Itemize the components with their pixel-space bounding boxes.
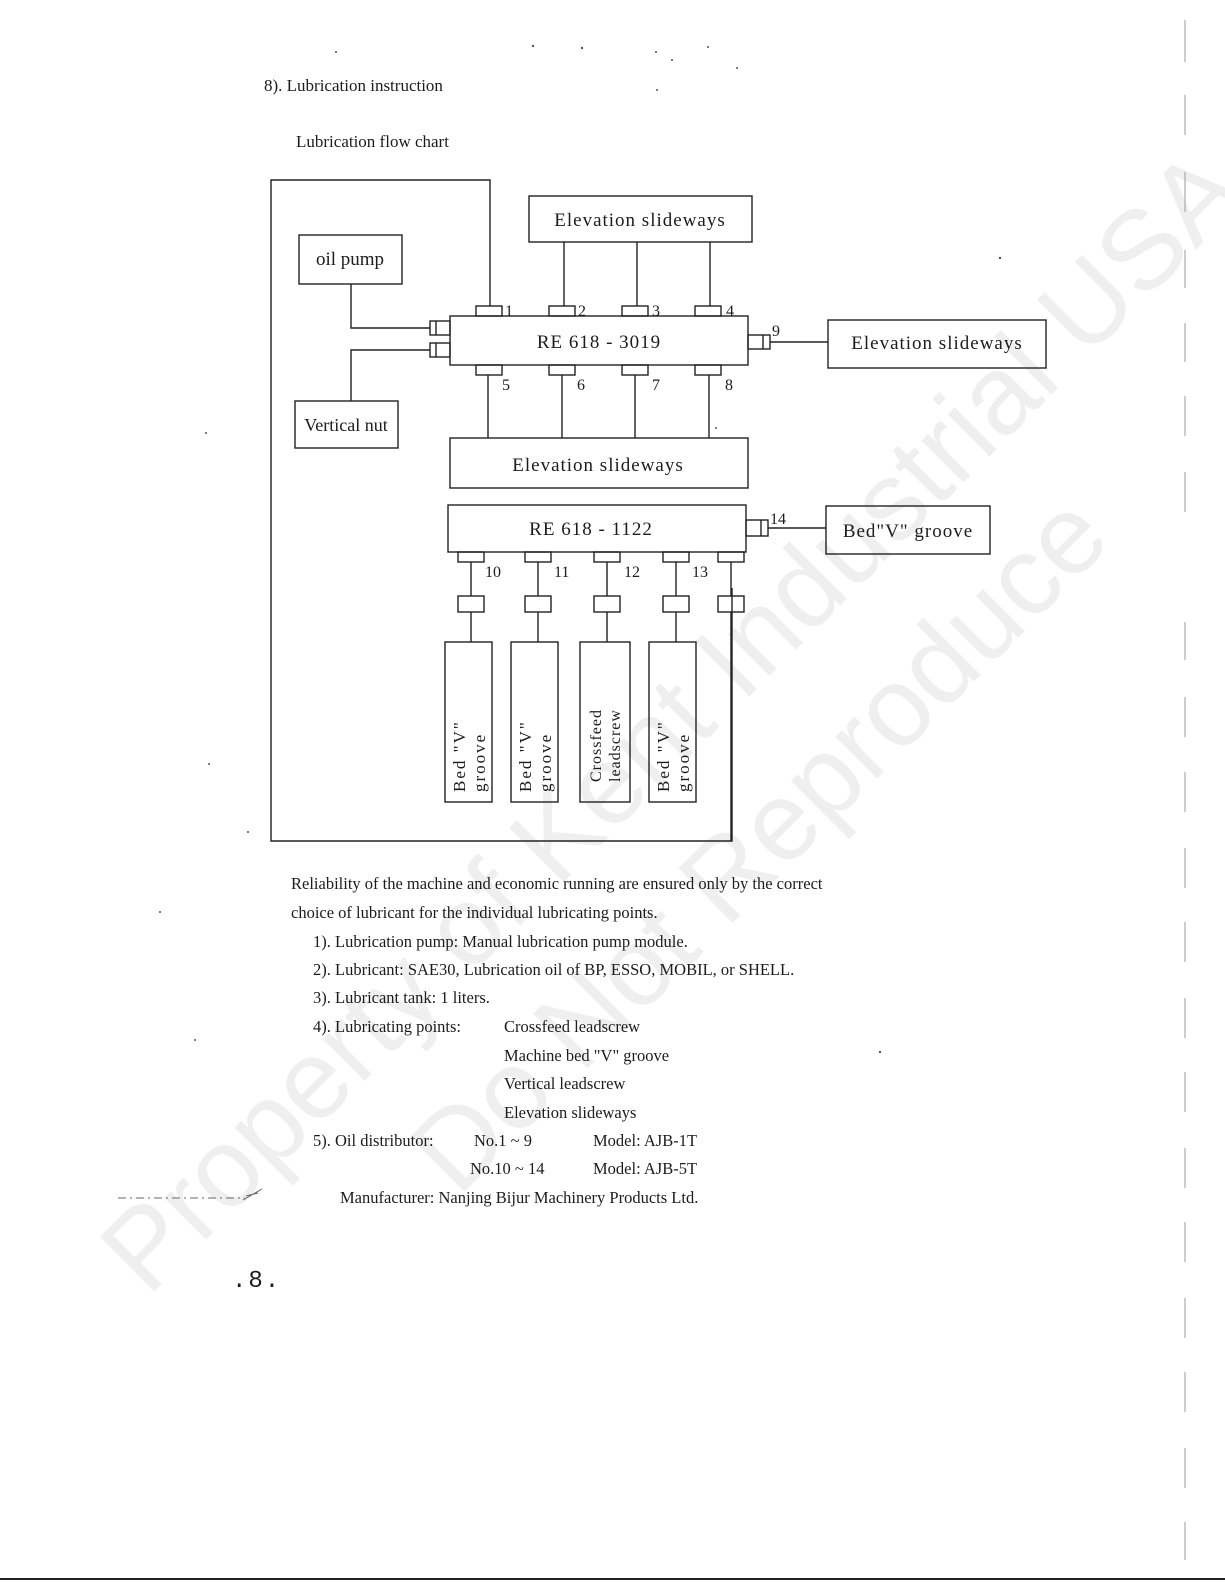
item-distributor-label: 5). Oil distributor: bbox=[313, 1131, 434, 1150]
vertical-box-4-line-2: groove bbox=[674, 733, 693, 792]
item-pump: 1). Lubrication pump: Manual lubrication… bbox=[313, 932, 688, 951]
lubrication-flow-diagram: oil pump Vertical nut Elevation slideway… bbox=[270, 179, 1047, 842]
section-title: 8). Lubrication instruction bbox=[264, 76, 443, 95]
elevation-right-box bbox=[827, 319, 1047, 369]
paragraph-line-1: Reliability of the machine and economic … bbox=[291, 874, 823, 893]
elevation-middle-label: Elevation slideways bbox=[512, 455, 684, 476]
vertical-box-2-line-2: groove bbox=[536, 733, 555, 792]
lubricating-point: Vertical leadscrew bbox=[504, 1074, 626, 1093]
distributor-model: Model: AJB-1T bbox=[593, 1131, 698, 1150]
port-number: 10 bbox=[485, 564, 501, 581]
port-number: 5 bbox=[502, 377, 510, 394]
distributor-model: Model: AJB-5T bbox=[593, 1159, 698, 1178]
port-number: 14 bbox=[770, 511, 786, 528]
item-points-label: 4). Lubricating points: bbox=[313, 1017, 462, 1036]
vertical-box-1 bbox=[444, 641, 493, 803]
manufacturer-line: Manufacturer: Nanjing Bijur Machinery Pr… bbox=[340, 1188, 699, 1207]
page-bottom-edge bbox=[0, 1578, 1225, 1580]
lubricating-point: Machine bed "V" groove bbox=[504, 1046, 670, 1065]
distributor-1-label: RE 618 - 3019 bbox=[537, 332, 661, 353]
port-number: 2 bbox=[578, 303, 586, 320]
distributor-2-label: RE 618 - 1122 bbox=[529, 519, 653, 540]
vertical-box-4-line-1: Bed "V" bbox=[654, 720, 673, 792]
port-number: 9 bbox=[772, 323, 780, 340]
lubricating-point: Crossfeed leadscrew bbox=[504, 1017, 641, 1036]
vertical-box-2-line-1: Bed "V" bbox=[516, 720, 535, 792]
port-number: 7 bbox=[652, 377, 660, 394]
port-number: 12 bbox=[624, 564, 640, 581]
distributor-range: No.1 ~ 9 bbox=[474, 1131, 532, 1150]
chart-caption: Lubrication flow chart bbox=[296, 132, 449, 151]
port-number: 3 bbox=[652, 303, 660, 320]
vertical-box-3-line-1: Crossfeed bbox=[588, 709, 605, 782]
lubricating-point: Elevation slideways bbox=[504, 1103, 637, 1122]
port-number: 8 bbox=[725, 377, 733, 394]
elevation-middle-box bbox=[449, 437, 749, 489]
bed-v-groove-right-label: Bed"V" groove bbox=[843, 521, 973, 542]
vertical-box-2 bbox=[510, 641, 559, 803]
item-tank: 3). Lubricant tank: 1 liters. bbox=[313, 988, 490, 1007]
vertical-box-1-line-1: Bed "V" bbox=[450, 720, 469, 792]
port-number: 4 bbox=[726, 303, 734, 320]
elevation-top-label: Elevation slideways bbox=[554, 210, 726, 231]
vertical-box-1-line-2: groove bbox=[470, 733, 489, 792]
vertical-box-3 bbox=[579, 641, 631, 803]
bed-v-groove-right-box bbox=[825, 505, 991, 555]
distributor-range: No.10 ~ 14 bbox=[470, 1159, 545, 1178]
vertical-nut-label: Vertical nut bbox=[304, 415, 387, 435]
port-number: 11 bbox=[554, 564, 569, 581]
port-numbers: 1 2 3 4 5 6 7 8 9 10 11 12 13 14 bbox=[485, 303, 786, 581]
elevation-top-box bbox=[528, 195, 753, 243]
oil-pump-label: oil pump bbox=[316, 249, 384, 270]
port-number: 6 bbox=[577, 377, 585, 394]
elevation-right-label: Elevation slideways bbox=[851, 333, 1023, 354]
vertical-nut-box bbox=[294, 400, 399, 449]
port-number: 1 bbox=[505, 303, 513, 320]
port-number: 13 bbox=[692, 564, 708, 581]
outer-circuit-line bbox=[270, 179, 733, 842]
item-lubricant: 2). Lubricant: SAE30, Lubrication oil of… bbox=[313, 960, 795, 979]
page-number: .8. bbox=[232, 1268, 282, 1295]
vertical-box-3-line-2: leadscrew bbox=[607, 709, 624, 782]
paragraph-line-2: choice of lubricant for the individual l… bbox=[291, 903, 658, 922]
vertical-box-4 bbox=[648, 641, 697, 803]
